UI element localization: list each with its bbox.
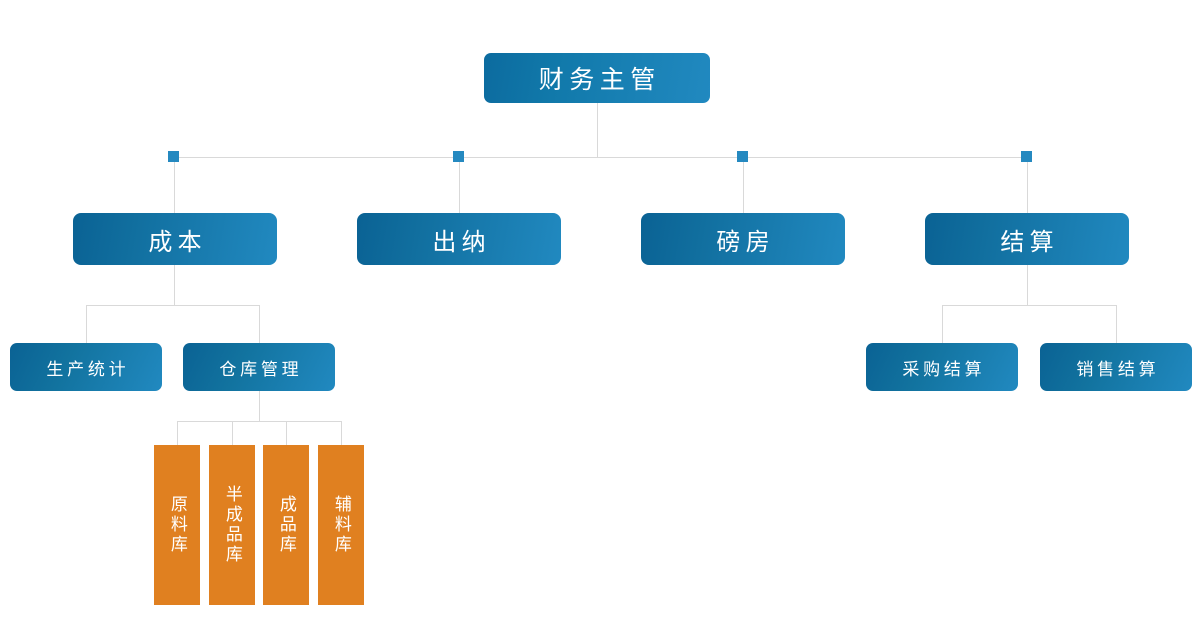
connector-settlement-drop [1027, 265, 1028, 305]
connector-root-drop [597, 103, 598, 158]
connector-drop-wh-3 [341, 421, 342, 445]
node-warehouse-raw-material[interactable]: 原料库 [154, 445, 200, 605]
node-department-weighing-room[interactable]: 磅房 [641, 213, 845, 265]
connector-drop-sub-3 [1116, 305, 1117, 343]
junction-square-dept-3 [1021, 151, 1032, 162]
connector-drop-dept-2 [743, 157, 744, 213]
connector-cost-drop [174, 265, 175, 305]
connector-drop-dept-3 [1027, 157, 1028, 213]
connector-drop-dept-1 [459, 157, 460, 213]
connector-warehouse-drop [259, 391, 260, 421]
junction-square-dept-0 [168, 151, 179, 162]
node-warehouse-semi-finished[interactable]: 半成品库 [209, 445, 255, 605]
node-subunit-purchase-settlement[interactable]: 采购结算 [866, 343, 1018, 391]
connector-warehouse-bus [177, 421, 341, 422]
node-subunit-production-statistics[interactable]: 生产统计 [10, 343, 162, 391]
node-warehouse-auxiliary-material[interactable]: 辅料库 [318, 445, 364, 605]
connector-department-bus [172, 157, 1027, 158]
connector-drop-sub-0 [86, 305, 87, 343]
node-subunit-sales-settlement[interactable]: 销售结算 [1040, 343, 1192, 391]
connector-drop-wh-1 [232, 421, 233, 445]
connector-drop-dept-0 [174, 157, 175, 213]
node-department-cost[interactable]: 成本 [73, 213, 277, 265]
connector-settlement-bus [942, 305, 1116, 306]
junction-square-dept-1 [453, 151, 464, 162]
connector-drop-wh-2 [286, 421, 287, 445]
node-subunit-warehouse-management[interactable]: 仓库管理 [183, 343, 335, 391]
node-root-finance-director[interactable]: 财务主管 [484, 53, 710, 103]
node-department-cashier[interactable]: 出纳 [357, 213, 561, 265]
node-department-settlement[interactable]: 结算 [925, 213, 1129, 265]
junction-square-dept-2 [737, 151, 748, 162]
node-warehouse-finished-goods[interactable]: 成品库 [263, 445, 309, 605]
connector-drop-wh-0 [177, 421, 178, 445]
connector-cost-bus [86, 305, 260, 306]
connector-drop-sub-1 [259, 305, 260, 343]
connector-drop-sub-2 [942, 305, 943, 343]
